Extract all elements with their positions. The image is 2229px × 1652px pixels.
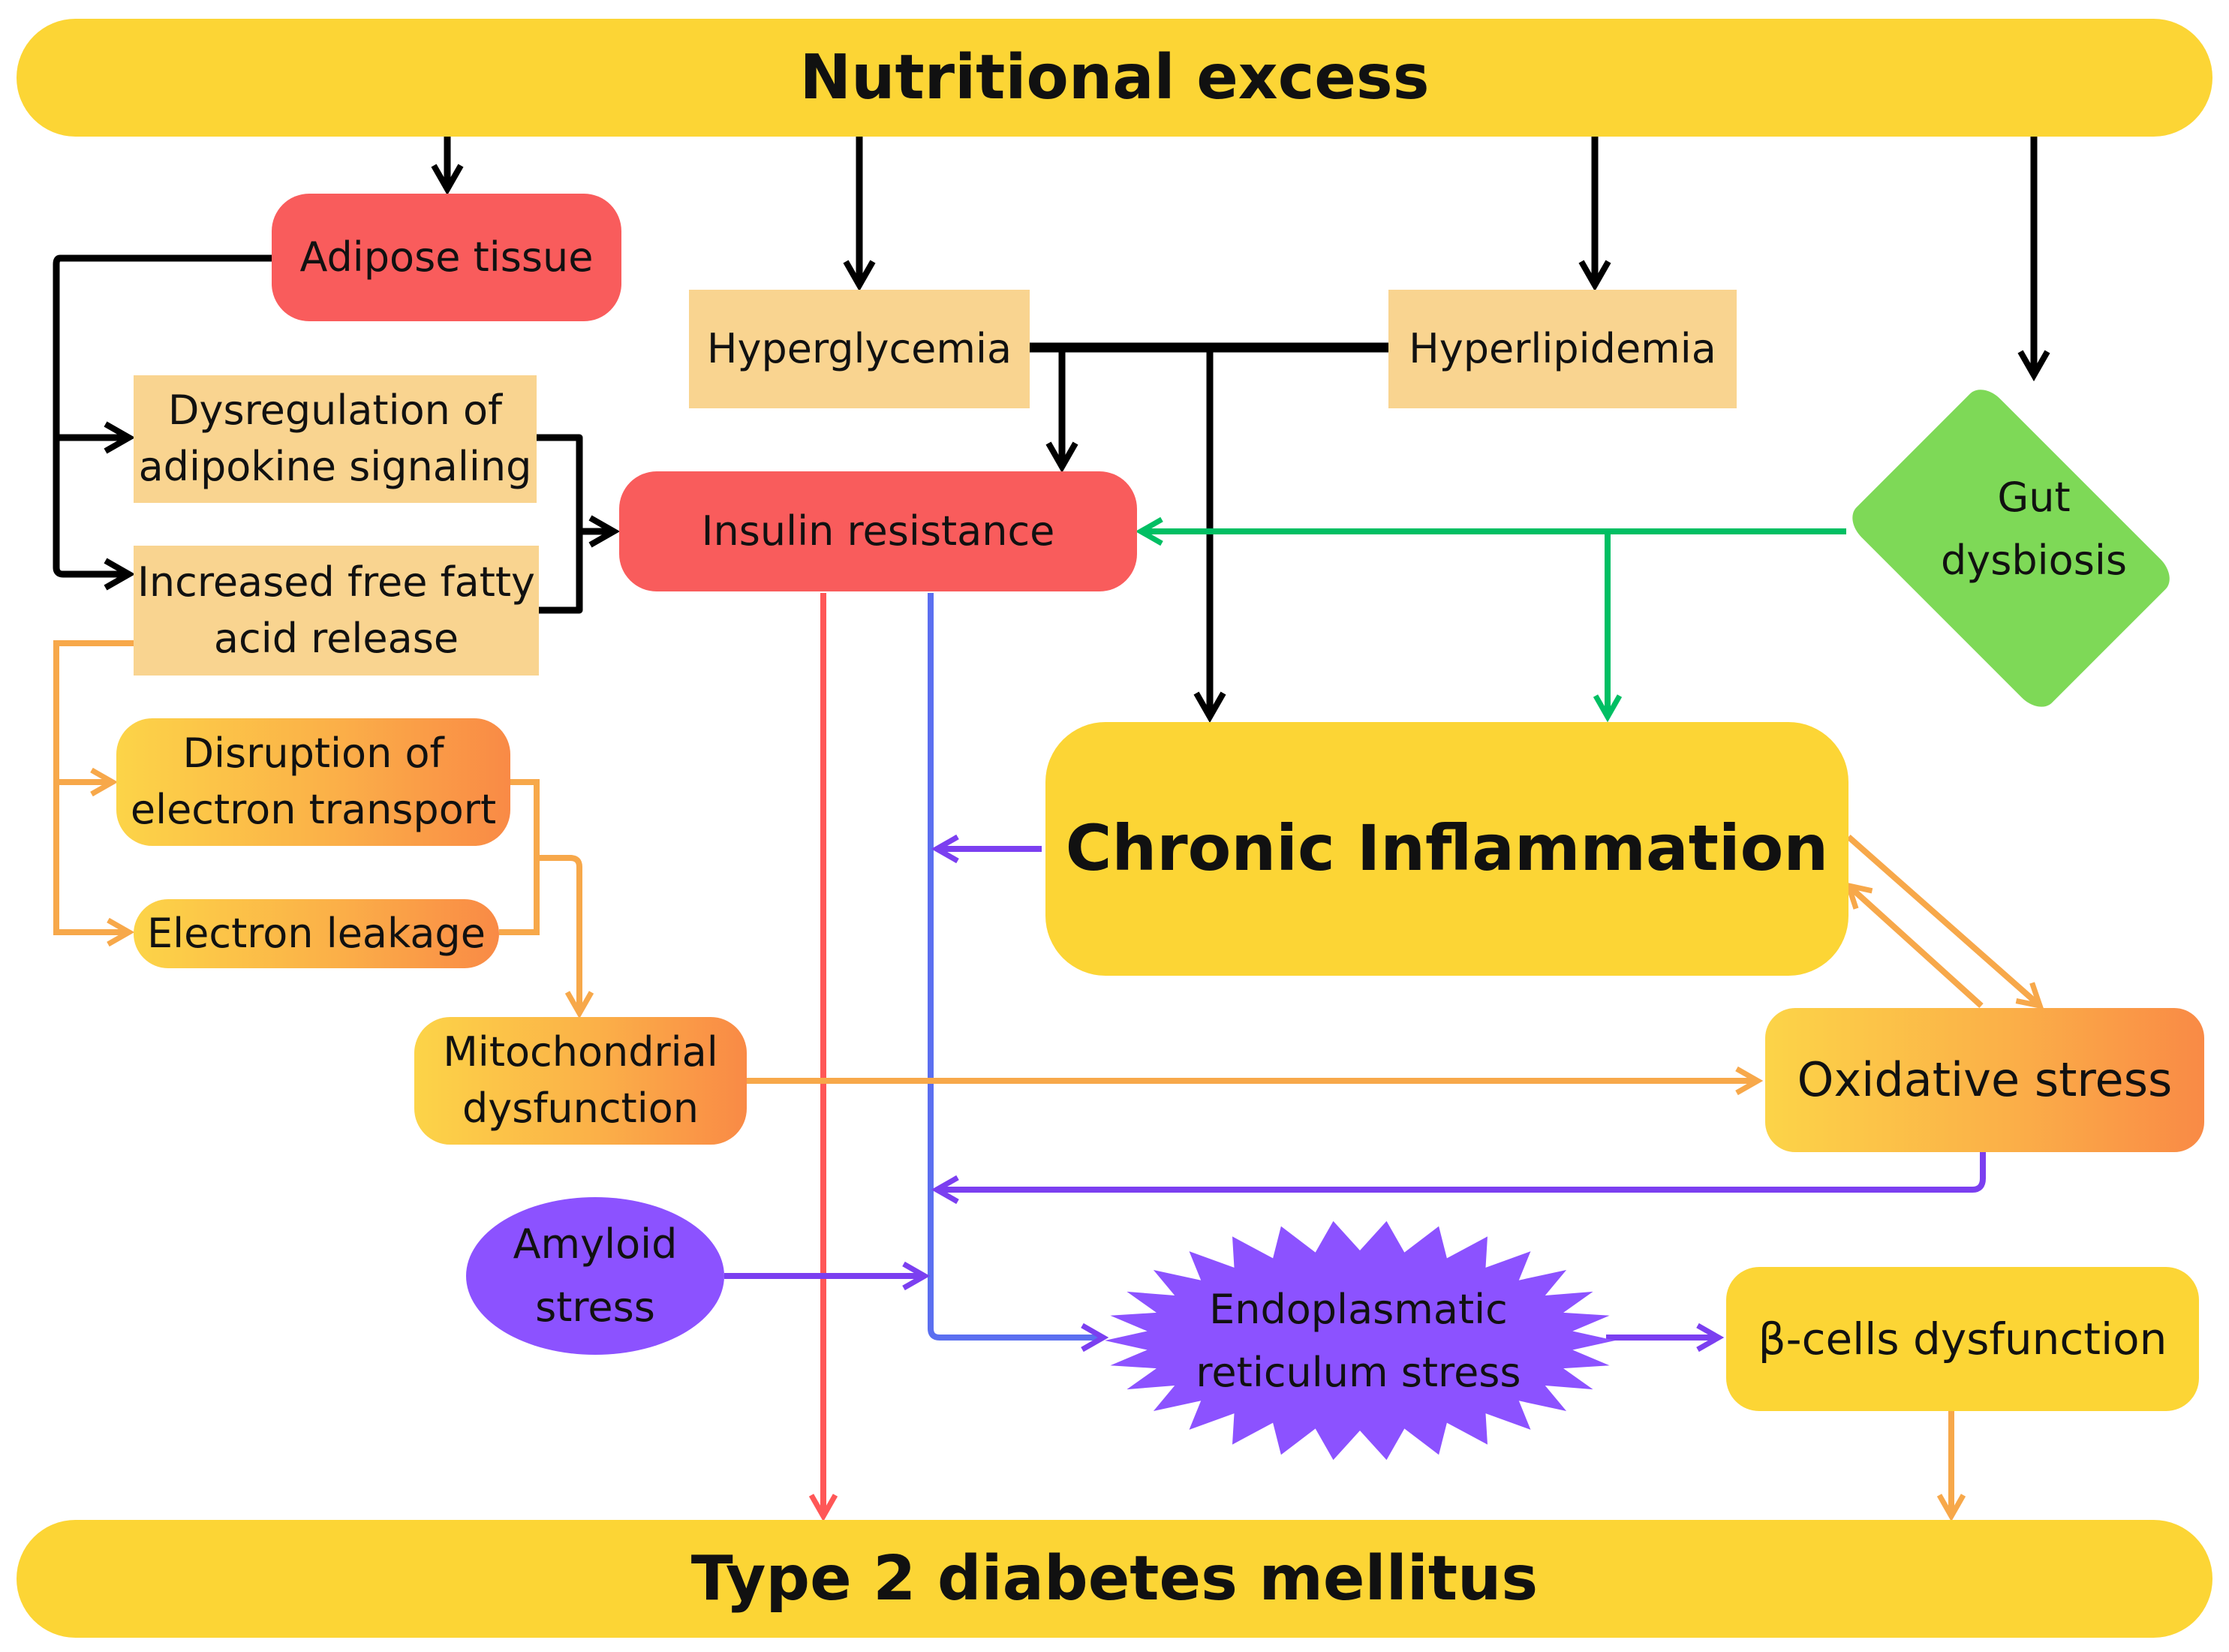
amyloid-stress-shape	[466, 1197, 724, 1355]
disruption-electron-node: Disruption of electron transport	[116, 718, 510, 846]
hyperglycemia-node: Hyperglycemia	[689, 290, 1030, 408]
dysregulation-adipokine-node: Dysregulation of adipokine signaling	[134, 375, 537, 503]
mitochondrial-dysfunction-label: Mitochondrial dysfunction	[443, 1028, 718, 1132]
increased-ffa-node: Increased free fatty acid release	[134, 546, 539, 676]
hyperlipidemia-label: Hyperlipidemia	[1409, 324, 1716, 372]
t2dm-node: Type 2 diabetes mellitus	[17, 1520, 2212, 1638]
er-stress-label-box: Endoplasmatic reticulum stress	[1126, 1270, 1591, 1413]
oxidative-stress-label: Oxidative stress	[1797, 1052, 2173, 1108]
beta-cells-node: β-cells dysfunction	[1726, 1267, 2199, 1411]
chronic-inflammation-node: Chronic Inflammation	[1045, 722, 1848, 976]
nutritional-excess-node: Nutritional excess	[17, 19, 2212, 137]
arrow-inflammation-to-oxidative	[1846, 835, 2044, 1010]
arrow-ffa-to-electron-branches	[53, 640, 135, 947]
mitochondrial-dysfunction-node: Mitochondrial dysfunction	[414, 1017, 747, 1145]
er-stress-label: Endoplasmatic reticulum stress	[1196, 1286, 1521, 1396]
insulin-to-er-trunk	[928, 593, 1109, 1353]
electron-leakage-node: Electron leakage	[134, 899, 499, 968]
arrow-oxidative-to-trunk	[931, 1152, 1986, 1205]
chronic-inflammation-label: Chronic Inflammation	[1065, 811, 1829, 886]
hyperglycemia-label: Hyperglycemia	[706, 324, 1012, 372]
insulin-resistance-label: Insulin resistance	[701, 507, 1055, 555]
increased-ffa-label: Increased free fatty acid release	[137, 558, 535, 662]
arrow-electron-to-mito	[499, 779, 579, 1013]
insulin-resistance-node: Insulin resistance	[619, 471, 1137, 591]
beta-cells-label: β-cells dysfunction	[1758, 1313, 2167, 1365]
gut-dysbiosis-shape	[1852, 390, 2170, 707]
arrow-adipokines-ffa-to-insulin	[537, 434, 614, 614]
disruption-electron-label: Disruption of electron transport	[130, 730, 497, 833]
adipose-tissue-node: Adipose tissue	[272, 194, 621, 321]
hyperlipidemia-node: Hyperlipidemia	[1388, 290, 1737, 408]
gut-dysbiosis-label-box: Gut dysbiosis	[1880, 450, 2188, 608]
arrow-oxidative-to-inflammation	[1844, 882, 1984, 1008]
arrow-adipose-to-branches	[53, 254, 272, 591]
adipose-tissue-label: Adipose tissue	[299, 233, 594, 281]
er-stress-shape	[1105, 1220, 1615, 1461]
oxidative-stress-node: Oxidative stress	[1765, 1008, 2204, 1152]
amyloid-stress-label-box: Amyloid stress	[466, 1197, 724, 1355]
dysregulation-adipokine-label: Dysregulation of adipokine signaling	[138, 387, 532, 490]
electron-leakage-label: Electron leakage	[147, 909, 486, 957]
amyloid-stress-label: Amyloid stress	[513, 1220, 678, 1331]
nutritional-excess-label: Nutritional excess	[799, 41, 1430, 113]
gut-dysbiosis-label: Gut dysbiosis	[1941, 474, 2127, 584]
t2dm-label: Type 2 diabetes mellitus	[690, 1542, 1539, 1614]
